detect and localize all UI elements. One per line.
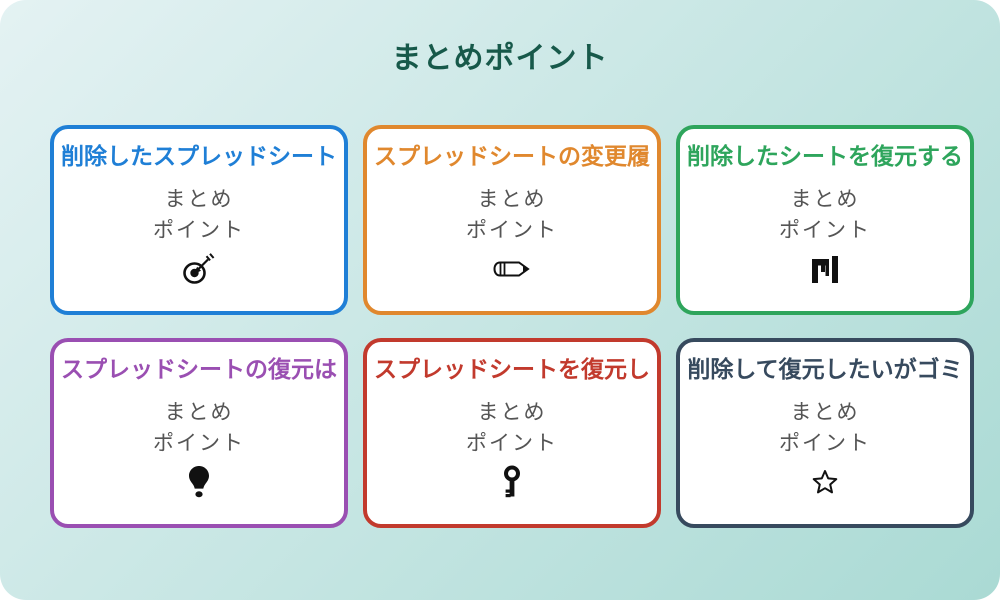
card-body: まとめ ポイント	[466, 184, 558, 246]
card-body-line: まとめ	[477, 400, 547, 424]
card-body-line: ポイント	[466, 218, 558, 242]
card-body: まとめ ポイント	[779, 184, 871, 246]
card-body-line: まとめ	[164, 187, 234, 211]
card-title: 削除して復元したいがゴミ	[687, 356, 963, 382]
card-body-line: ポイント	[779, 431, 871, 455]
page-title: まとめポイント	[391, 42, 609, 75]
card-trash-restore: 削除して復元したいがゴミ まとめ ポイント	[676, 338, 974, 528]
card-restore-deleted-sheet: 削除したシートを復元する まとめ ポイント	[676, 125, 974, 315]
card-title: スプレッドシートの変更履	[374, 143, 650, 169]
star-outline-icon	[812, 464, 838, 500]
card-title: スプレッドシートを復元し	[374, 356, 650, 382]
card-body: まとめ ポイント	[153, 397, 245, 459]
card-body-line: ポイント	[466, 431, 558, 455]
card-body-line: ポイント	[153, 431, 245, 455]
card-body: まとめ ポイント	[779, 397, 871, 459]
key-icon	[503, 464, 521, 500]
card-title: 削除したシートを復元する	[687, 143, 963, 169]
card-body-line: ポイント	[153, 218, 245, 242]
card-spreadsheet-restore: スプレッドシートの復元は まとめ ポイント	[50, 338, 348, 528]
pencil-icon	[492, 251, 532, 287]
card-change-history: スプレッドシートの変更履 まとめ ポイント	[363, 125, 661, 315]
card-deleted-spreadsheet: 削除したスプレッドシート まとめ ポイント	[50, 125, 348, 315]
card-body-line: まとめ	[790, 187, 860, 211]
card-body-line: ポイント	[779, 218, 871, 242]
card-title: 削除したスプレッドシート	[61, 143, 337, 169]
card-body-line: まとめ	[164, 400, 234, 424]
card-restore-spreadsheet: スプレッドシートを復元し まとめ ポイント	[363, 338, 661, 528]
card-body: まとめ ポイント	[153, 184, 245, 246]
card-body: まとめ ポイント	[466, 397, 558, 459]
card-grid: 削除したスプレッドシート まとめ ポイント スプレッドシートの変更履	[50, 125, 974, 528]
bar-chart-icon	[810, 251, 840, 287]
dart-target-icon	[182, 251, 216, 287]
card-body-line: まとめ	[477, 187, 547, 211]
lightbulb-icon	[188, 464, 210, 500]
card-body-line: まとめ	[790, 400, 860, 424]
card-title: スプレッドシートの復元は	[61, 356, 337, 382]
